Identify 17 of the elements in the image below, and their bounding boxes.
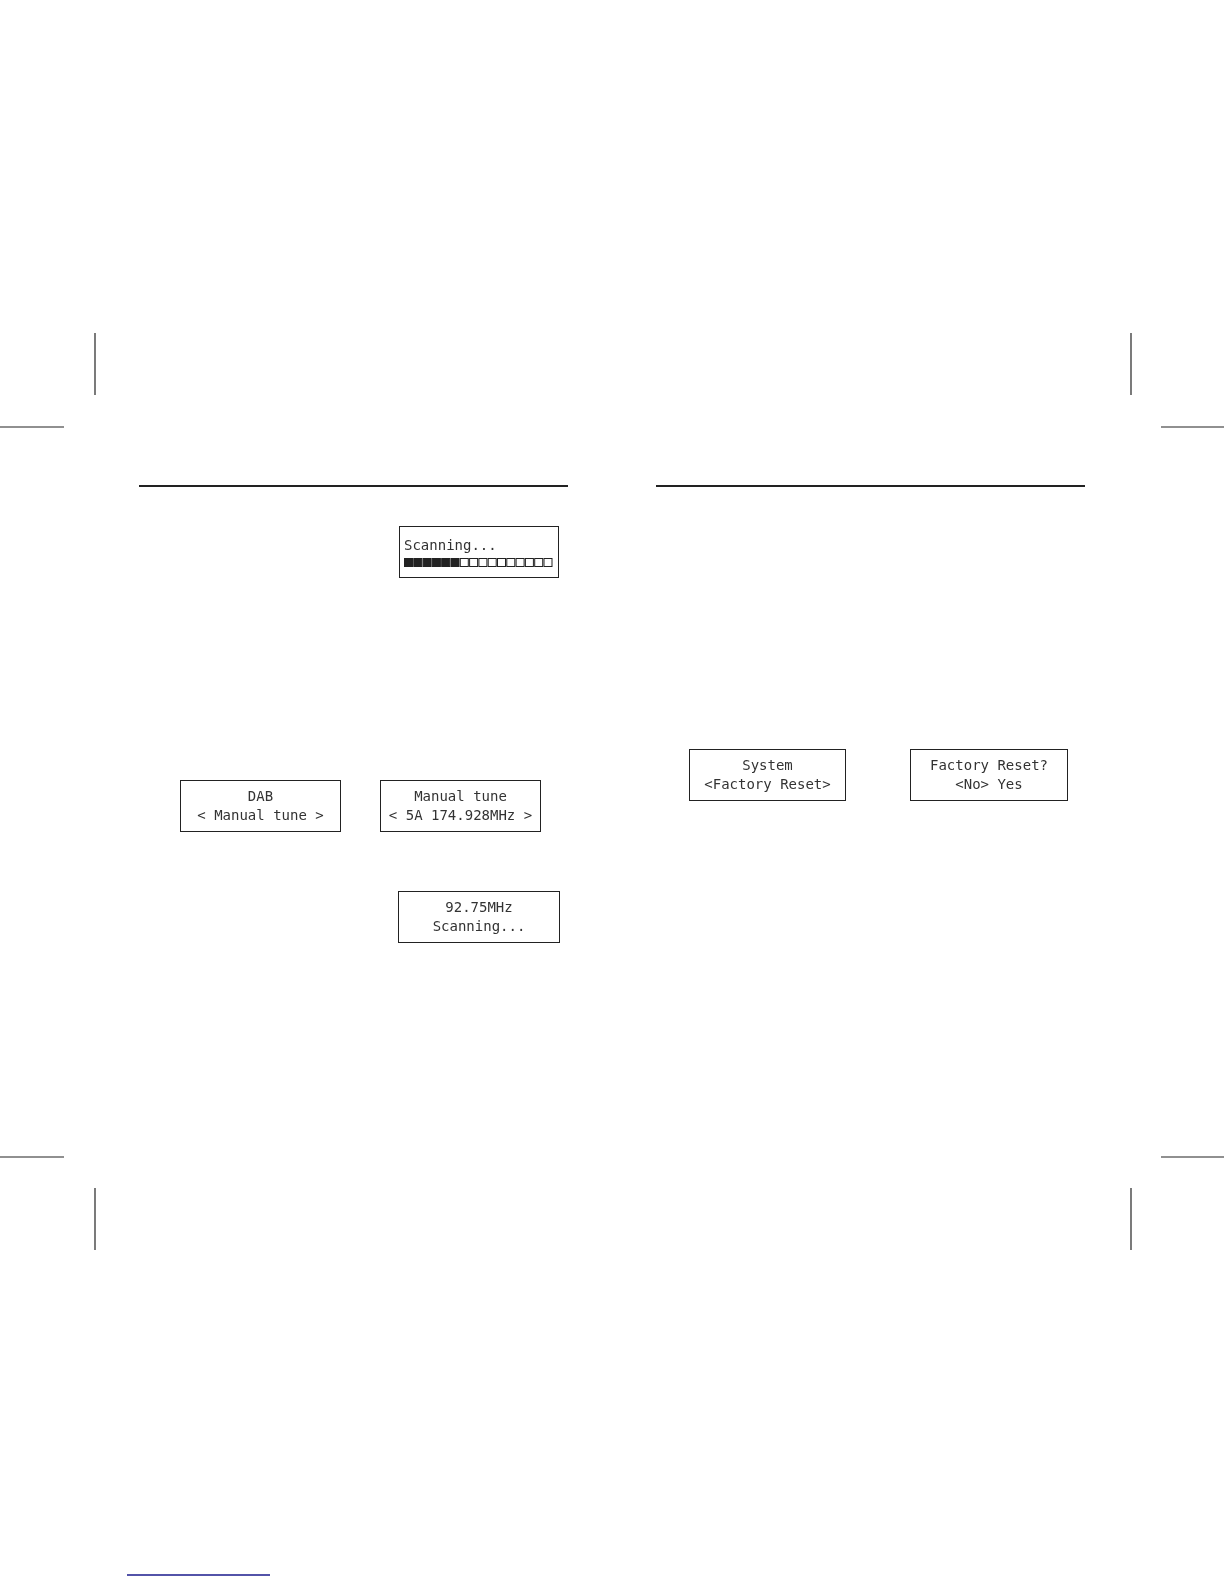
lcd-display <box>689 749 846 801</box>
display-text: <No> Yes <box>954 775 1024 794</box>
lcd-display <box>398 891 560 943</box>
lcd-display <box>380 780 541 832</box>
display-text: Factory Reset? <box>929 756 1049 775</box>
display-text: <Factory Reset> <box>703 775 832 794</box>
display-text: < Manual tune > <box>196 806 325 825</box>
display-text: Scanning... <box>404 535 498 555</box>
display-text: System <box>741 756 794 775</box>
display-text: Manual tune <box>413 787 508 806</box>
display-text: 92.75MHz <box>444 898 514 917</box>
lcd-display <box>180 780 341 832</box>
display-text: DAB <box>246 787 275 806</box>
lcd-display <box>910 749 1068 801</box>
display-text: Scanning... <box>431 917 527 936</box>
display-text: < 5A 174.928MHz > <box>387 806 534 825</box>
lcd-display <box>399 526 559 578</box>
